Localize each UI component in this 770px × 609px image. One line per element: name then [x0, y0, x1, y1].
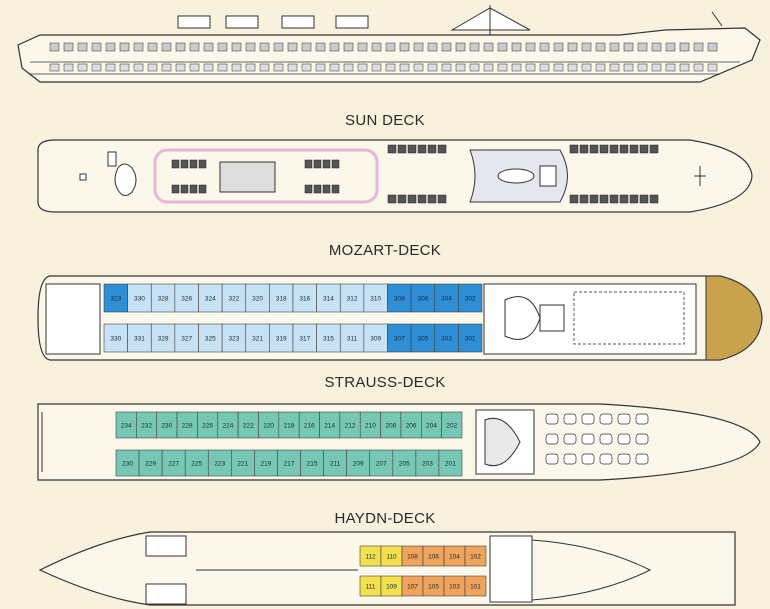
mozart-cabin-label: 326: [181, 296, 192, 303]
strauss-cabin-label: 205: [399, 461, 410, 468]
mozart-cabin-label: 330: [110, 336, 121, 343]
strauss-deck-title: STRAUSS-DECK: [324, 374, 446, 391]
strauss-cabin-label: 203: [422, 461, 433, 468]
strauss-cabin-label: 202: [446, 423, 457, 430]
strauss-cabin-label: 223: [214, 461, 225, 468]
haydn-cabin-label: 109: [386, 584, 397, 591]
strauss-cabin-label: 225: [191, 461, 202, 468]
mozart-cabin-label: 328: [158, 296, 169, 303]
haydn-cabin-label: 101: [470, 584, 481, 591]
mozart-cabin-301: [458, 323, 483, 353]
mozart-cabin-label: 308: [394, 296, 405, 303]
mozart-cabin-label: 324: [205, 296, 216, 303]
mozart-cabin-302: [458, 283, 483, 313]
mozart-cabin-label: 310: [370, 296, 381, 303]
strauss-cabin-label: 226: [202, 423, 213, 430]
mozart-cabin-label: 303: [441, 336, 452, 343]
strauss-cabin-label: 216: [304, 423, 315, 430]
strauss-cabin-label: 220: [263, 423, 274, 430]
mozart-cabin-label: 301: [465, 336, 476, 343]
haydn-cabin-label: 106: [428, 554, 439, 561]
strauss-cabin-label: 228: [182, 423, 193, 430]
strauss-cabin-label: 217: [284, 461, 295, 468]
mozart-deck-title: MOZART-DECK: [328, 242, 442, 259]
mozart-cabin-label: 309: [370, 336, 381, 343]
strauss-cabin-label: 204: [426, 423, 437, 430]
mozart-cabin-label: 302: [465, 296, 476, 303]
haydn-cabin-label: 102: [470, 554, 481, 561]
strauss-cabin-label: 230: [122, 461, 133, 468]
strauss-cabin-label: 209: [353, 461, 364, 468]
mozart-cabin-label: 323: [229, 336, 240, 343]
mozart-cabin-label: 329: [158, 336, 169, 343]
sun-deck-plan: [37, 139, 753, 213]
strauss-cabin-label: 201: [445, 461, 456, 468]
strauss-cabin-label: 215: [307, 461, 318, 468]
mozart-cabin-label: 320: [252, 296, 263, 303]
strauss-cabin-201: [438, 449, 463, 477]
mozart-cabin-label: 331: [134, 336, 145, 343]
strauss-cabin-label: 207: [376, 461, 387, 468]
mozart-cabin-label: 322: [229, 296, 240, 303]
strauss-cabin-label: 219: [261, 461, 272, 468]
strauss-cabin-202: [441, 411, 463, 439]
haydn-cabin-label: 112: [365, 554, 376, 561]
haydn-cabin-label: 107: [407, 584, 418, 591]
haydn-cabin-label: 105: [428, 584, 439, 591]
haydn-cabin-label: 103: [449, 584, 460, 591]
strauss-cabin-label: 222: [243, 423, 254, 430]
mozart-cabin-label: 327: [181, 336, 192, 343]
mozart-cabin-label: 323: [110, 296, 121, 303]
mozart-cabin-label: 304: [441, 296, 452, 303]
strauss-cabin-label: 218: [284, 423, 295, 430]
mozart-cabin-label: 319: [276, 336, 287, 343]
strauss-cabin-label: 211: [330, 461, 341, 468]
strauss-cabin-label: 212: [345, 423, 356, 430]
mozart-cabin-label: 312: [347, 296, 358, 303]
mozart-cabin-label: 306: [418, 296, 429, 303]
mozart-cabin-label: 316: [299, 296, 310, 303]
strauss-cabin-label: 232: [141, 423, 152, 430]
mozart-cabin-label: 311: [347, 336, 358, 343]
strauss-cabin-label: 229: [145, 461, 156, 468]
haydn-deck-plan: 112 110 108 106 104 102 111 109 107 105 103 101: [38, 531, 736, 606]
mozart-cabin-label: 305: [418, 336, 429, 343]
mozart-cabin-label: 307: [394, 336, 405, 343]
mozart-deck-plan: 323 330 328 326 324 322 320 318 316 314 312 310 308 3…: [37, 275, 763, 361]
mozart-cabin-label: 317: [299, 336, 310, 343]
haydn-cabin-101: [464, 575, 487, 597]
strauss-cabin-label: 214: [324, 423, 335, 430]
strauss-cabin-label: 206: [406, 423, 417, 430]
haydn-deck-title: HAYDN-DECK: [334, 510, 436, 527]
strauss-cabin-label: 208: [385, 423, 396, 430]
strauss-cabin-label: 230: [161, 423, 172, 430]
strauss-cabin-label: 227: [168, 461, 179, 468]
ship-side-view: [17, 5, 761, 83]
mozart-cabin-label: 318: [276, 296, 287, 303]
mozart-cabin-label: 321: [252, 336, 263, 343]
haydn-cabin-label: 110: [386, 554, 397, 561]
mozart-cabin-label: 315: [323, 336, 334, 343]
mozart-cabin-label: 314: [323, 296, 334, 303]
mozart-cabin-label: 325: [205, 336, 216, 343]
haydn-cabin-label: 108: [407, 554, 418, 561]
haydn-cabin-label: 104: [449, 554, 460, 561]
strauss-cabin-label: 234: [121, 423, 132, 430]
strauss-cabin-label: 210: [365, 423, 376, 430]
haydn-cabin-102: [464, 545, 487, 567]
strauss-cabin-label: 221: [237, 461, 248, 468]
mozart-cabin-label: 330: [134, 296, 145, 303]
haydn-cabin-label: 111: [366, 584, 376, 591]
strauss-cabin-label: 224: [223, 423, 234, 430]
strauss-deck-plan: 234 232 230 228 226 224 222 220 218 216 214 212 210 2…: [37, 403, 761, 481]
sun-deck-title: SUN DECK: [345, 112, 425, 129]
